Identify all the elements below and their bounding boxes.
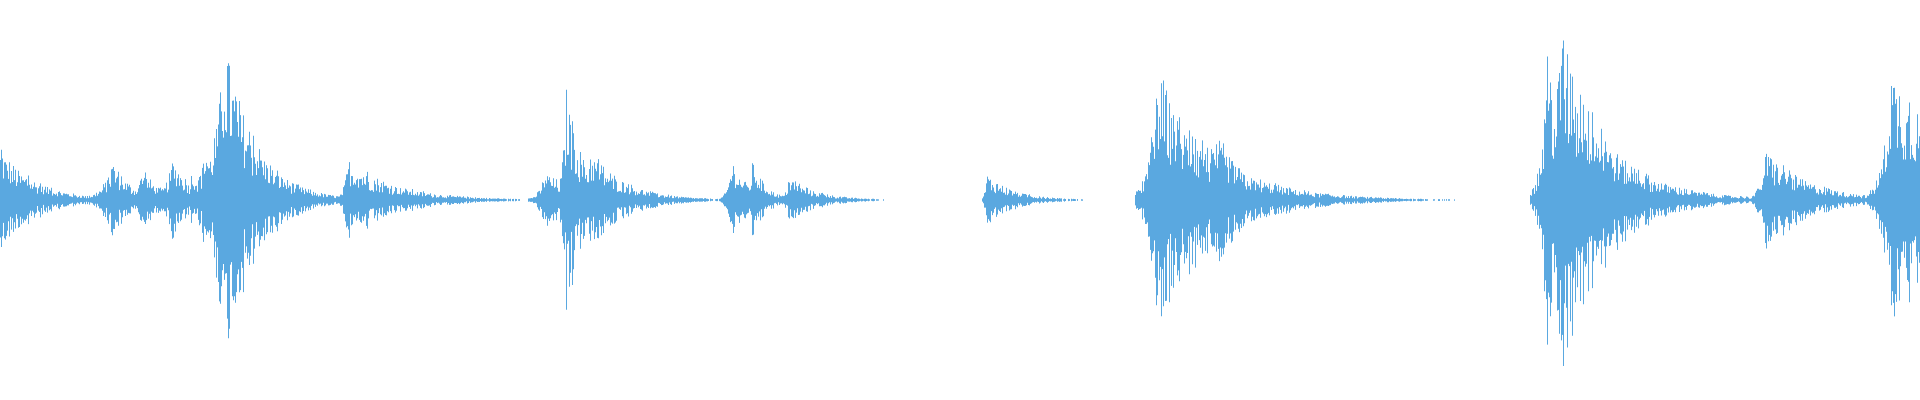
waveform-trace [0, 40, 1920, 366]
